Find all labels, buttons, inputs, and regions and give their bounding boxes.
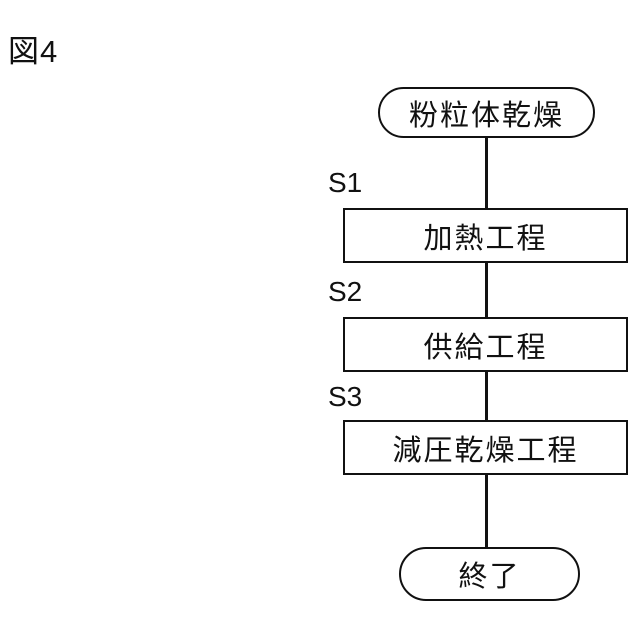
process-box-s3-label: 減圧乾燥工程: [392, 434, 579, 467]
end-node-label: 終了: [458, 561, 521, 593]
process-box-s1: 加熱工程: [343, 208, 628, 263]
start-node: 粉粒体乾燥: [378, 87, 595, 138]
process-box-s2-label: 供給工程: [423, 331, 548, 364]
step-id-s3: S3: [328, 381, 363, 412]
step-id-s1: S1: [328, 167, 363, 198]
process-box-s2: 供給工程: [343, 317, 628, 372]
start-node-label: 粉粒体乾燥: [408, 99, 564, 132]
figure-title: 図4: [8, 34, 59, 69]
end-node: 終了: [399, 547, 580, 601]
process-box-s1-label: 加熱工程: [423, 222, 548, 255]
process-box-s3: 減圧乾燥工程: [343, 420, 628, 475]
step-id-s2: S2: [328, 276, 363, 307]
